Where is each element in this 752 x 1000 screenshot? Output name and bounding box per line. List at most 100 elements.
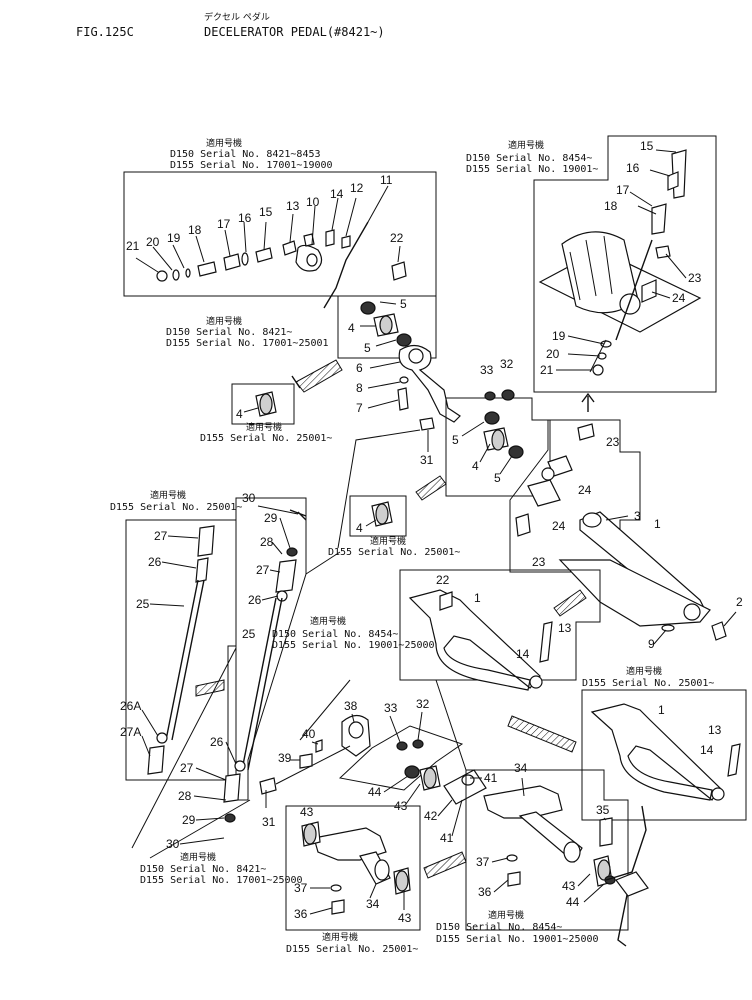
svg-text:4: 4: [472, 459, 479, 473]
svg-text:4: 4: [348, 321, 355, 335]
svg-text:25: 25: [242, 627, 256, 641]
box-pedal-right: [581, 689, 747, 821]
svg-text:D155 Serial No. 25001~: D155 Serial No. 25001~: [286, 944, 418, 955]
svg-text:D155 Serial No. 25001~: D155 Serial No. 25001~: [582, 678, 714, 689]
box-pedal-bracket: [509, 419, 641, 573]
svg-text:37: 37: [476, 855, 490, 869]
svg-text:5: 5: [400, 297, 407, 311]
pedal-mid-parts: [408, 589, 553, 691]
svg-text:5: 5: [494, 471, 501, 485]
svg-text:19: 19: [552, 329, 566, 343]
pivot-parts: [259, 714, 424, 808]
svg-text:3: 3: [634, 509, 641, 523]
svg-text:16: 16: [626, 161, 640, 175]
svg-text:14: 14: [330, 187, 344, 201]
arrow-hatched-5: [195, 679, 225, 697]
rod-right-parts: [223, 509, 307, 823]
serial-label-bracket-bottom-left: 適用号機 D155 Serial No. 25001~: [286, 931, 418, 955]
pedal-bracket-part-labels: 23 24 24 23: [532, 435, 620, 569]
svg-text:7: 7: [356, 401, 363, 415]
svg-text:D150 Serial No. 8421~: D150 Serial No. 8421~: [166, 327, 292, 338]
svg-text:適用号機: 適用号機: [246, 421, 282, 433]
svg-text:33: 33: [384, 701, 398, 715]
arrow-hatched-3: [553, 589, 587, 617]
serial-label-top-right: 適用号機 D150 Serial No. 8454~ D155 Serial N…: [466, 139, 598, 175]
svg-text:38: 38: [344, 699, 358, 713]
rod-left-part-labels: 27 26 25 26A 27A: [120, 529, 168, 739]
svg-text:22: 22: [390, 231, 404, 245]
svg-text:34: 34: [366, 897, 380, 911]
governor-leader-lines: [135, 185, 401, 273]
svg-text:D150 Serial No. 8421~8453: D150 Serial No. 8421~8453: [170, 149, 321, 160]
svg-text:13: 13: [708, 723, 722, 737]
svg-text:9: 9: [648, 637, 655, 651]
bracket-bottom-right-parts: [483, 785, 649, 947]
svg-text:30: 30: [166, 837, 180, 851]
svg-text:D150 Serial No. 8421~: D150 Serial No. 8421~: [140, 864, 266, 875]
svg-text:25: 25: [136, 597, 150, 611]
svg-text:26A: 26A: [120, 699, 141, 713]
svg-text:5: 5: [364, 341, 371, 355]
svg-text:19: 19: [167, 231, 181, 245]
svg-text:22: 22: [436, 573, 450, 587]
svg-text:26: 26: [148, 555, 162, 569]
svg-text:27: 27: [256, 563, 270, 577]
svg-text:適用号機: 適用号機: [206, 315, 242, 327]
pedal-mid-part-labels: 22 1 13 14: [436, 573, 572, 661]
svg-text:44: 44: [368, 785, 382, 799]
lever-leader-lines: [360, 301, 401, 409]
serial-label-small-bushing-1: 適用号機 D155 Serial No. 25001~: [200, 421, 332, 444]
svg-text:30: 30: [242, 491, 256, 505]
bushing-lower-part-labels: 33 32 5 4 5: [452, 357, 514, 485]
svg-text:11: 11: [380, 173, 393, 187]
svg-text:適用号機: 適用号機: [370, 535, 406, 547]
fuel-pump-housing: [538, 149, 702, 376]
box-bushings-upper: [337, 295, 437, 359]
svg-text:27A: 27A: [120, 725, 141, 739]
pedal-right-parts: [590, 703, 741, 801]
box-rod-right: [235, 497, 307, 801]
svg-text:23: 23: [688, 271, 702, 285]
bolt-31-upper: [419, 417, 435, 431]
bushing-lower-parts: [483, 389, 524, 459]
svg-text:44: 44: [566, 895, 580, 909]
serial-label-pedal-right: 適用号機 D155 Serial No. 25001~: [582, 665, 714, 689]
svg-text:29: 29: [264, 511, 278, 525]
svg-text:13: 13: [558, 621, 572, 635]
svg-text:6: 6: [356, 361, 363, 375]
svg-text:42: 42: [424, 809, 438, 823]
pedal-right-part-labels: 1 13 14: [658, 703, 722, 757]
svg-text:適用号機: 適用号機: [206, 137, 242, 149]
svg-text:43: 43: [398, 911, 412, 925]
pedal-bracket-parts: [515, 423, 595, 537]
svg-text:21: 21: [126, 239, 140, 253]
svg-text:43: 43: [300, 805, 314, 819]
box-small-bushing-1: [231, 383, 295, 425]
svg-text:35: 35: [596, 803, 610, 817]
fuel-pump-leader-lines: [556, 149, 687, 371]
svg-text:17: 17: [616, 183, 630, 197]
box-small-bushing-2: [349, 495, 407, 537]
bushing-lower-leader-lines: [461, 421, 513, 475]
bracket-bottom-left-part-labels: 43 37 36 34 43: [294, 805, 412, 925]
svg-text:41: 41: [484, 771, 498, 785]
rod-right-part-labels: 30 29 28 27 26 25 26 27 28 29 30: [166, 491, 278, 851]
serial-label-pedal-mid: 適用号機 D150 Serial No. 8454~ D155 Serial N…: [272, 615, 435, 651]
box-bracket-bottom-left: [285, 805, 421, 931]
svg-text:18: 18: [188, 223, 202, 237]
svg-text:36: 36: [478, 885, 492, 899]
svg-text:12: 12: [350, 181, 364, 195]
svg-text:27: 27: [154, 529, 168, 543]
rod-left-parts: [147, 525, 215, 775]
svg-text:21: 21: [540, 363, 554, 377]
svg-text:D155 Serial No. 25001~: D155 Serial No. 25001~: [110, 502, 242, 513]
serial-label-rod-bottom: 適用号機 D150 Serial No. 8421~ D155 Serial N…: [140, 851, 303, 886]
svg-text:14: 14: [700, 743, 714, 757]
svg-text:23: 23: [606, 435, 620, 449]
svg-text:D155 Serial No. 19001~25000: D155 Serial No. 19001~25000: [272, 640, 435, 651]
governor-part-labels: 21 20 19 18 17 16 15 13 10 14 12 11 22: [126, 173, 404, 253]
svg-text:24: 24: [578, 483, 592, 497]
svg-text:4: 4: [356, 521, 363, 535]
svg-text:40: 40: [302, 727, 316, 741]
